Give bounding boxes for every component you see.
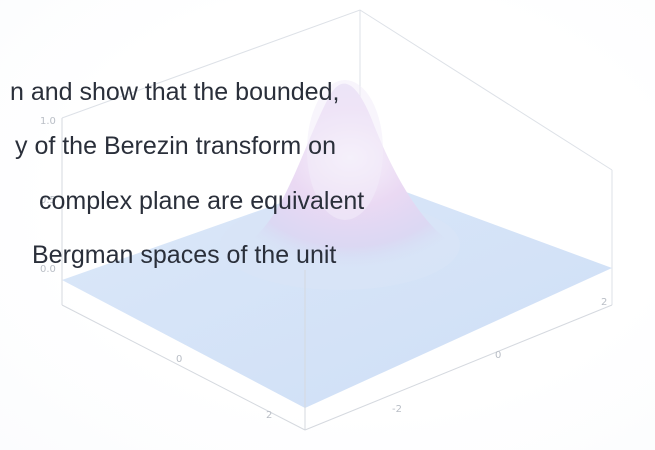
- surface-base: [62, 175, 612, 408]
- text-line-1: n and show that the bounded,: [10, 78, 340, 106]
- x-tick-label: 0: [176, 354, 182, 365]
- y-tick-label: 2: [601, 297, 607, 308]
- text-line-4: Bergman spaces of the unit: [32, 241, 337, 269]
- z-tick-label: 0.0: [40, 264, 56, 275]
- z-tick-label: 0.5: [40, 195, 56, 206]
- plot-box-front: [61, 118, 613, 431]
- text-line-3: complex plane are equivalent: [39, 187, 365, 215]
- surface-peak: [220, 80, 470, 290]
- y-tick-label: -2: [392, 404, 402, 415]
- x-tick-label: 2: [266, 410, 272, 421]
- z-tick-label: 1.0: [40, 116, 56, 127]
- y-tick-label: 0: [495, 350, 501, 361]
- text-line-2: y of the Berezin transform on: [15, 132, 336, 160]
